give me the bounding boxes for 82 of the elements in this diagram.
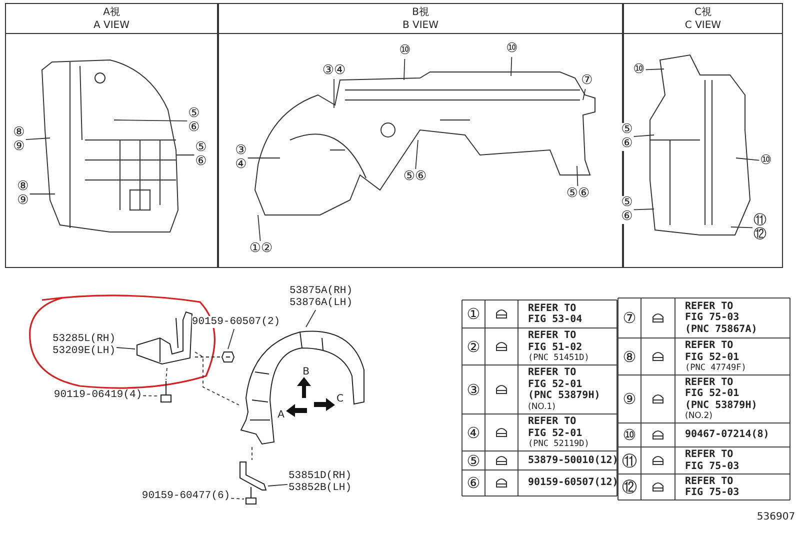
leader-line [25,138,50,140]
item-number: ② [466,338,480,354]
reference-text: (PNC 52119D) [528,439,590,449]
callout-number: ⑤ ⑥ [621,196,633,224]
part-number: 90159-60477(6) [142,490,230,502]
part-number: 90159-60507(12) [528,477,618,489]
reference-text: REFER TO FIG 52-01 [528,416,584,439]
leader-line [228,328,235,350]
figure-number: 536907 [756,512,796,522]
leader-line [306,310,316,328]
part-number: (PNC 53879H) [685,400,758,412]
nut-drawing [220,349,236,365]
part-number: 53875A(RH) 53876A(LH) [290,285,352,309]
view-heading: C視 [694,7,712,19]
leader-line [114,120,188,122]
view-panel [623,3,783,268]
assembly-line [194,352,240,406]
item-number: ⑤ [466,452,480,468]
view-subheading: B VIEW [401,20,440,32]
reference-text: REFER TO FIG 52-01 [528,367,584,390]
item-number: ① [466,306,480,322]
screw-drawing [244,486,258,506]
leader-line [730,226,753,228]
leader-line [258,214,261,242]
note-text: (NO.1) [528,402,556,412]
part-number: 90159-60507(2) [192,316,280,328]
view-heading: A視 [102,7,121,19]
item-number: ⑥ [466,475,480,491]
view-subheading: C VIEW [684,20,722,32]
leader-line [116,347,136,350]
assembly-line [230,498,244,500]
view-panel [218,3,623,268]
reference-text: REFER TO FIG 75-03 [685,300,740,324]
item-number: ⑨ [622,391,636,407]
part-number: (PNC 75867A) [685,324,758,336]
callout-number: ⑪ ⑫ [754,214,766,242]
leader-line [176,154,195,156]
item-number: ⑫ [622,479,637,495]
leader-line [582,88,586,100]
item-number: ⑧ [622,348,636,364]
part-number: 90119-06419(4) [54,389,142,401]
part-number: 53851D(RH) 53852B(LH) [288,470,352,494]
part-number: (PNC 53879H) [528,390,600,402]
reference-text: REFER TO FIG 75-03 [685,476,740,498]
assembly-line [142,395,160,396]
item-number: ④ [466,424,480,440]
view-letter: A [278,410,284,420]
callout-number: ⑦ [581,74,593,88]
item-number: ⑩ [622,427,636,443]
bolt-drawing [159,380,173,404]
bracket-drawing [238,460,268,492]
reference-text: REFER TO FIG 52-01 [685,376,740,400]
callout-number: ⑤ ⑥ [621,123,633,151]
reference-text: REFER TO FIG 75-03 [685,449,740,472]
leader-line [415,140,418,170]
leader-line [736,158,760,161]
leader-line [268,484,288,486]
item-number: ⑪ [622,452,637,468]
view-letter: B [302,366,310,378]
item-number: ⑦ [622,310,636,326]
item-number: ③ [466,382,480,398]
part-number: 90467-07214(8) [685,429,770,441]
view-panel [5,3,218,268]
leader-line [645,68,664,70]
reference-text: REFER TO FIG 53-04 [528,302,584,326]
reference-text: REFER TO FIG 51-02 [528,330,584,353]
leader-line [633,208,654,210]
part-number: 53879-50010(12) [528,454,618,466]
assembly-line [166,368,168,380]
leader-line [510,56,512,76]
leader-line [576,166,578,186]
reference-text: (PNC 51451D) [528,353,590,363]
leader-line [404,58,406,80]
assembly-line [194,356,220,358]
note-text: (NO.2) [685,411,712,422]
leader-line [633,134,654,137]
view-heading: B視 [411,7,430,19]
part-number: 53285L(RH) 53209E(LH) [52,333,116,357]
view-subheading: A VIEW [92,20,130,32]
reference-text: (PNC 47749F) [685,363,746,373]
reference-text: REFER TO FIG 52-01 [685,340,740,363]
view-letter: C [336,394,344,404]
